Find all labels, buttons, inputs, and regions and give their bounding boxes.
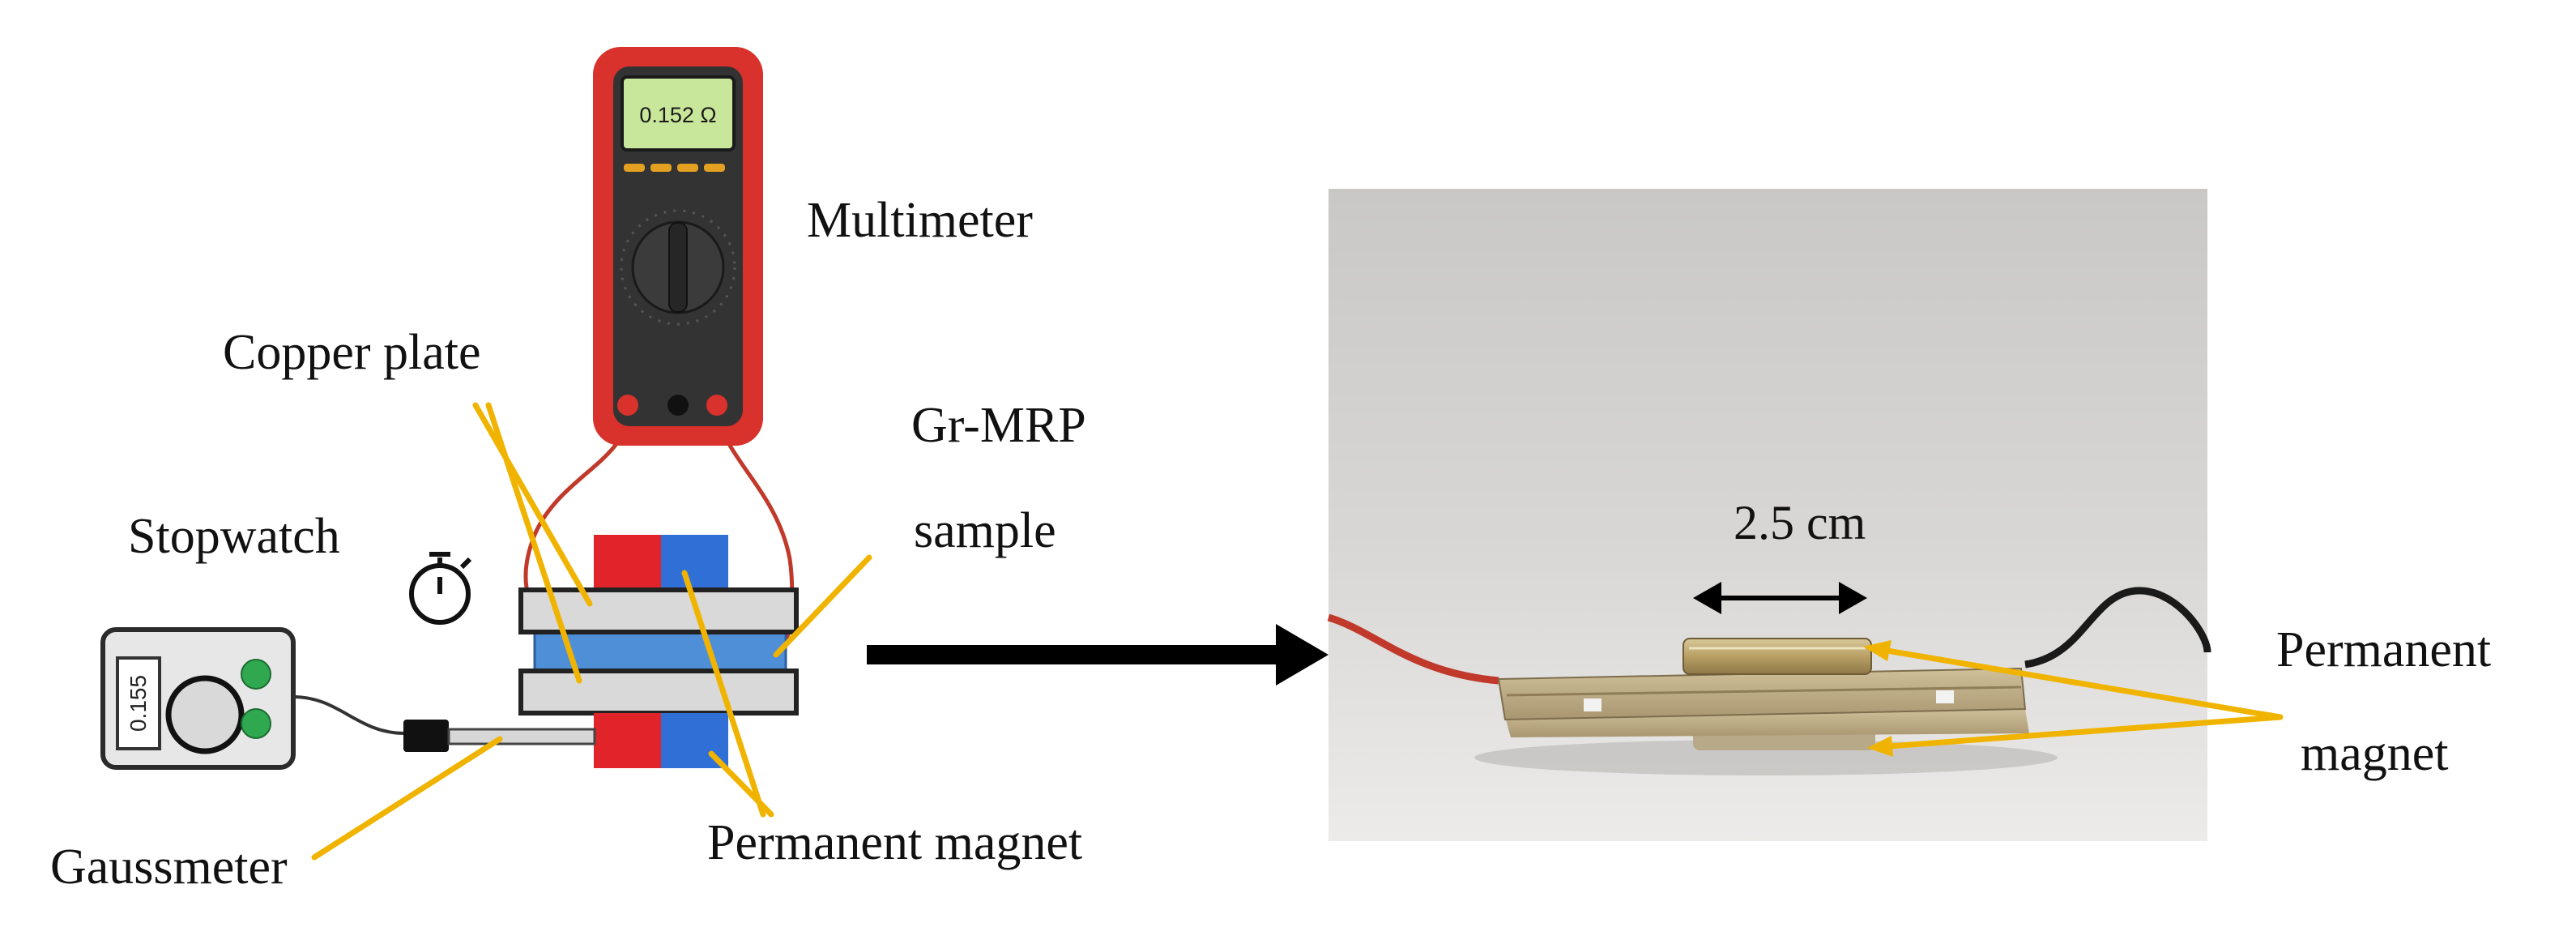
gr-mrp-label-line2: sample — [914, 503, 1056, 558]
permanent-magnet-label-left: Permanent magnet — [707, 815, 1082, 870]
flow-arrow-head — [1276, 624, 1329, 686]
photo-plate-hole-right — [1936, 690, 1954, 703]
gaussmeter-reading: 0.155 — [126, 675, 151, 732]
multimeter-reading: 0.152 Ω — [639, 103, 716, 127]
gr-mrp-label-line1: Gr-MRP — [911, 398, 1086, 453]
permanent-magnet-top-red — [594, 535, 661, 592]
photo-plate-hole-left — [1584, 698, 1601, 711]
permanent-magnet-pointer-2 — [711, 754, 771, 814]
dimension-label: 2.5 cm — [1734, 496, 1866, 549]
copper-plate-pointer-1 — [476, 405, 590, 604]
permanent-magnet-label-right-line1: Permanent — [2276, 622, 2491, 677]
gaussmeter-cable — [293, 697, 405, 733]
stopwatch-label: Stopwatch — [128, 509, 340, 564]
gaussmeter-label: Gaussmeter — [50, 839, 288, 895]
multimeter-button — [624, 164, 645, 172]
gaussmeter-pointer — [314, 739, 500, 857]
multimeter-label: Multimeter — [807, 193, 1033, 248]
flow-arrow-shaft — [867, 645, 1280, 664]
multimeter-dial-pointer — [669, 223, 687, 312]
multimeter-jack-left — [617, 395, 638, 416]
stopwatch-button — [462, 559, 470, 567]
multimeter-icon: 0.152 Ω — [593, 47, 763, 446]
stopwatch-icon — [412, 554, 470, 622]
multimeter-jack-com — [667, 395, 689, 416]
permanent-magnet-label-right-line2: magnet — [2301, 726, 2449, 781]
multimeter-jack-right — [706, 395, 727, 416]
permanent-magnet-top-blue — [661, 535, 728, 592]
permanent-magnet-bottom-red — [594, 713, 661, 768]
multimeter-button — [650, 164, 672, 172]
gaussmeter-dial — [168, 678, 241, 751]
gaussmeter-button-bottom — [241, 709, 271, 738]
gaussmeter-button-top — [241, 660, 271, 689]
photo-magnet-top — [1683, 639, 1871, 674]
gaussmeter-probe-handle — [403, 720, 449, 752]
gaussmeter-probe-rod — [449, 729, 595, 744]
multimeter-button — [677, 164, 698, 172]
copper-plate-label: Copper plate — [223, 325, 481, 380]
flow-arrow — [867, 624, 1329, 686]
multimeter-button — [704, 164, 725, 172]
copper-plate-lower — [521, 671, 796, 713]
